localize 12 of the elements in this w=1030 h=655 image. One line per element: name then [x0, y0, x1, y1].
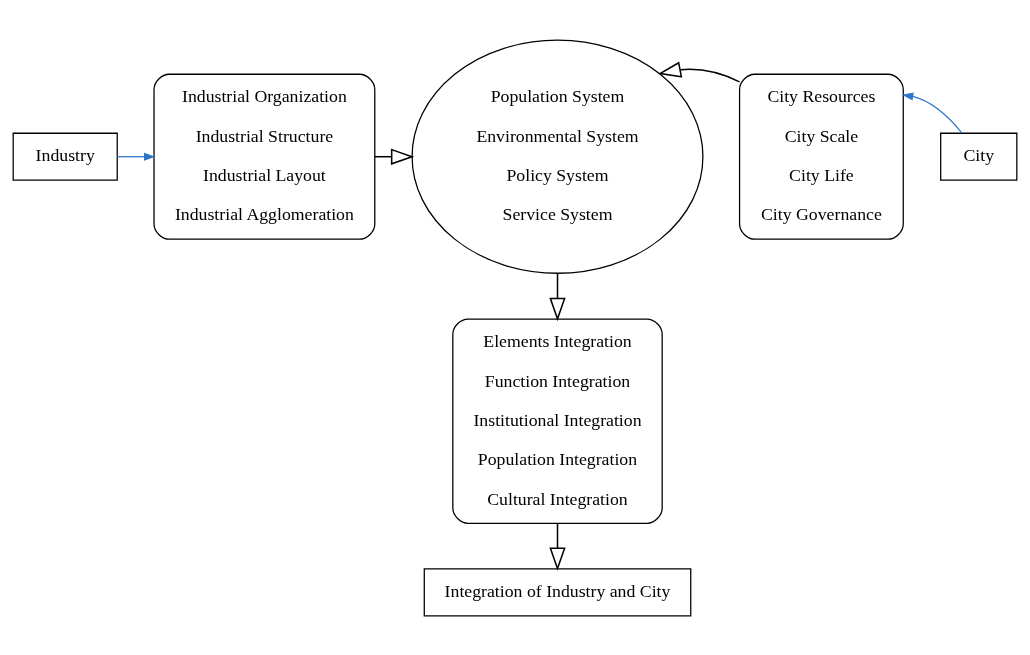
node-box: Industry — [12, 132, 118, 181]
node-box: Integration of Industry and City — [423, 567, 692, 617]
arrow — [116, 152, 156, 161]
node-ellipse: Population System Environmental System Policy System Service System — [411, 39, 704, 274]
arrow — [549, 272, 566, 321]
node-box: City Resources City Scale City Life City Governance — [738, 73, 904, 240]
node-box: City — [940, 132, 1018, 181]
arrow — [657, 61, 741, 83]
node-box: Industrial Organization Industrial Structure Industrial Layout Industrial Agglomeration — [153, 73, 376, 240]
node-box: Elements Integration Function Integration Institutional Integration Population Integration Cultural Integration — [452, 317, 663, 524]
arrow — [901, 92, 963, 134]
arrow — [549, 522, 566, 571]
